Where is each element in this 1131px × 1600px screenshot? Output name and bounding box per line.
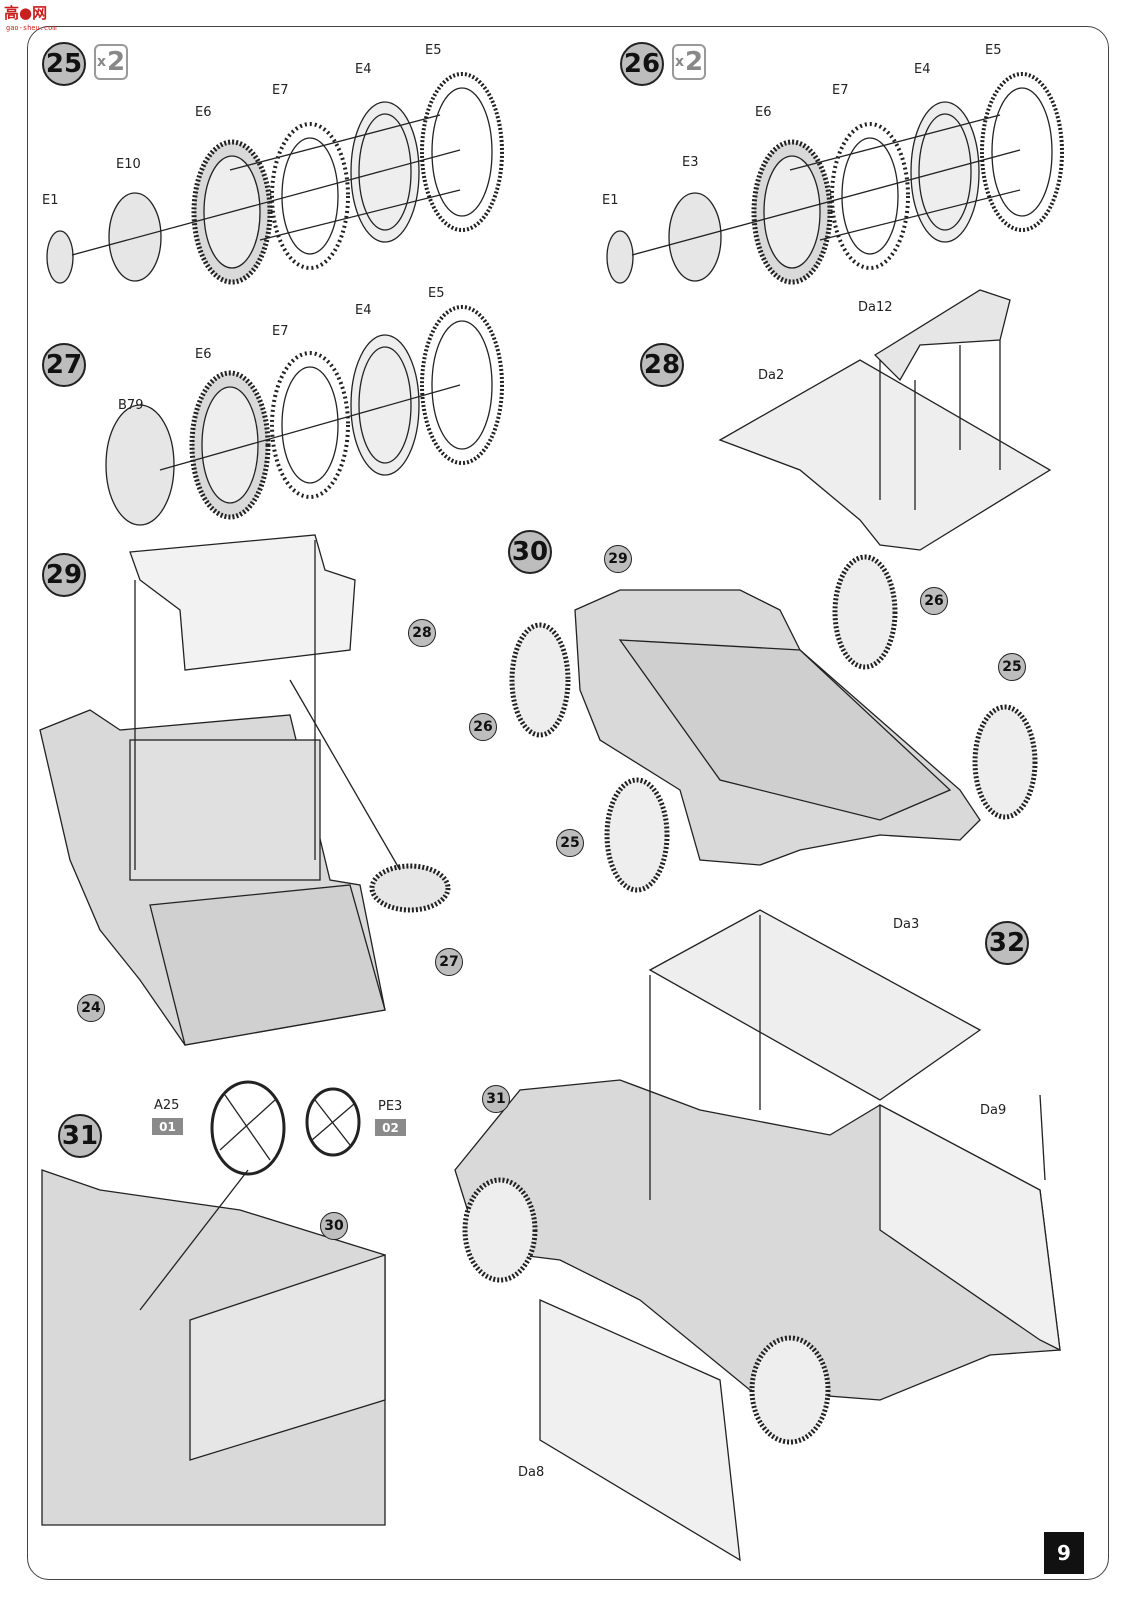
ref-step-31: 31 <box>482 1085 510 1113</box>
step-26-quantity-value: 2 <box>684 47 704 77</box>
color-chip-01: 01 <box>152 1118 183 1135</box>
part-label-pe3: PE3 <box>378 1099 403 1114</box>
part-label-e6: E6 <box>755 105 772 120</box>
part-label-e7: E7 <box>832 83 849 98</box>
step30-chassis-drawing <box>509 554 1038 893</box>
part-label-e4: E4 <box>355 303 372 318</box>
color-chip-02: 02 <box>375 1119 406 1136</box>
part-label-da8: Da8 <box>518 1465 545 1480</box>
part-label-b79: B79 <box>118 398 144 413</box>
part-label-e4: E4 <box>914 62 931 77</box>
step-28-badge: 28 <box>640 343 684 387</box>
part-label-da9: Da9 <box>980 1103 1007 1118</box>
times-icon: x <box>96 54 106 70</box>
ref-step-30: 30 <box>320 1212 348 1240</box>
step26-wheel-drawing <box>606 72 1064 285</box>
step-31-badge: 31 <box>58 1114 102 1158</box>
ref-step-26: 26 <box>469 713 497 741</box>
ref-step-28: 28 <box>408 619 436 647</box>
part-label-e7: E7 <box>272 83 289 98</box>
step-32-badge: 32 <box>985 921 1029 965</box>
part-label-da2: Da2 <box>758 368 785 383</box>
step32-drawing <box>454 909 1061 1562</box>
ref-step-24: 24 <box>77 994 105 1022</box>
step-25-badge: 25 <box>42 42 86 86</box>
ref-step-29: 29 <box>604 545 632 573</box>
page-number: 9 <box>1044 1532 1084 1574</box>
watermark-logo: 高●网 <box>4 4 48 22</box>
page-frame <box>27 26 1109 1580</box>
step-29-badge: 29 <box>42 553 86 597</box>
watermark-url: gao-sheu.com <box>6 24 57 32</box>
part-label-da12: Da12 <box>858 300 893 315</box>
part-label-e5: E5 <box>985 43 1002 58</box>
step29-body-drawing <box>39 534 451 1046</box>
part-label-e3: E3 <box>682 155 699 170</box>
part-label-e6: E6 <box>195 347 212 362</box>
part-label-e4: E4 <box>355 62 372 77</box>
part-label-a25: A25 <box>154 1098 180 1113</box>
part-label-e7: E7 <box>272 324 289 339</box>
step28-floor-drawing <box>718 289 1052 551</box>
step-26-badge: 26 <box>620 42 664 86</box>
step27-wheel-drawing <box>105 305 504 526</box>
part-label-e1: E1 <box>42 193 59 208</box>
step25-wheel-drawing <box>46 72 504 285</box>
ref-step-27: 27 <box>435 948 463 976</box>
ref-step-26: 26 <box>920 587 948 615</box>
ref-step-25: 25 <box>556 829 584 857</box>
times-icon: x <box>674 54 684 70</box>
part-label-e6: E6 <box>195 105 212 120</box>
step-30-badge: 30 <box>508 530 552 574</box>
step-25-quantity-value: 2 <box>106 47 126 77</box>
step31-drawing <box>41 1080 386 1526</box>
step-27-badge: 27 <box>42 343 86 387</box>
part-label-e1: E1 <box>602 193 619 208</box>
part-label-da3: Da3 <box>893 917 920 932</box>
part-label-e5: E5 <box>425 43 442 58</box>
ref-step-25: 25 <box>998 653 1026 681</box>
part-label-e5: E5 <box>428 286 445 301</box>
part-label-e10: E10 <box>116 157 141 172</box>
